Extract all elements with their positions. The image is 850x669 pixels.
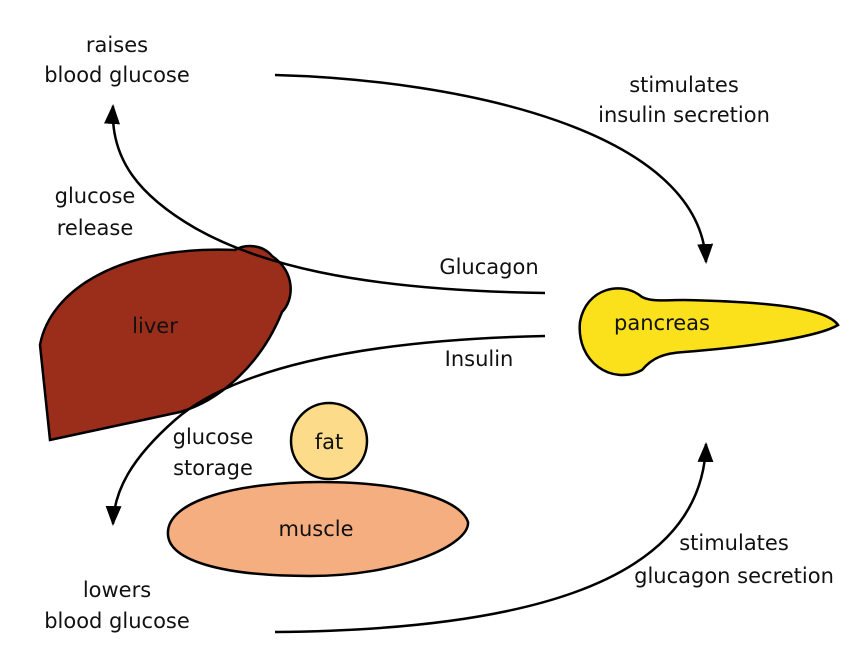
muscle-label: muscle — [278, 517, 353, 541]
insulin-label: Insulin — [445, 347, 514, 371]
lowers-label-1: lowers — [83, 578, 151, 602]
pancreas-shape — [578, 287, 840, 377]
liver-label: liver — [132, 314, 178, 338]
glucose-release-label-2: release — [57, 216, 134, 240]
lowers-label-2: blood glucose — [44, 609, 190, 633]
stim-glucagon-label-1: stimulates — [679, 531, 789, 555]
liver-shape — [38, 244, 292, 442]
raises-label-2: blood glucose — [44, 63, 190, 87]
fat-label: fat — [315, 430, 344, 454]
glucose-release-label-1: glucose — [55, 184, 136, 208]
glucagon-arrow — [104, 104, 546, 295]
stim-insulin-label-2: insulin secretion — [598, 103, 770, 127]
glucose-storage-label-2: storage — [173, 456, 253, 480]
glucose-storage-label-1: glucose — [173, 425, 254, 449]
stimulates-glucagon-arrow — [274, 442, 714, 634]
stimulates-insulin-arrow — [274, 73, 714, 264]
pancreas-label: pancreas — [614, 311, 710, 335]
stim-glucagon-label-2: glucagon secretion — [634, 564, 834, 588]
insulin-arrow — [105, 334, 546, 526]
muscle-shape — [166, 480, 470, 578]
fat-shape — [289, 401, 369, 481]
raises-label-1: raises — [86, 33, 148, 57]
glucagon-label: Glucagon — [439, 255, 538, 279]
stim-insulin-label-1: stimulates — [629, 73, 739, 97]
